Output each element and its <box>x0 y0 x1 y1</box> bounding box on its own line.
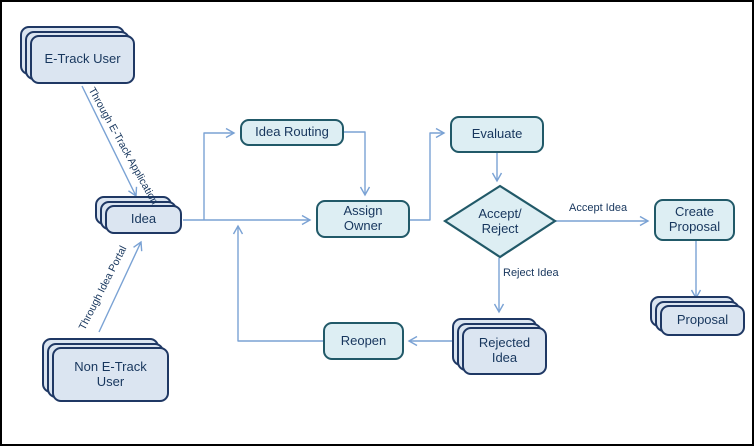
node-assign-owner[interactable]: Assign Owner <box>316 200 410 238</box>
connector-reopen-to-idea-line <box>232 224 323 342</box>
node-reopen[interactable]: Reopen <box>323 322 404 360</box>
node-rejected-idea[interactable]: Rejected Idea <box>452 318 557 384</box>
node-label: Evaluate <box>471 126 523 142</box>
edge-label-reject-idea: Reject Idea <box>503 267 559 279</box>
node-label: Reopen <box>340 332 387 348</box>
connector-nonetrack-to-idea <box>98 240 143 333</box>
stack-layer-front: Idea <box>105 205 182 234</box>
stack-layer-front: Rejected Idea <box>462 327 547 375</box>
node-label: E-Track User <box>44 51 121 67</box>
node-label: Rejected Idea <box>478 335 531 365</box>
node-label: Idea <box>130 211 157 227</box>
node-label: Assign Owner <box>343 203 383 233</box>
node-etrack-user[interactable]: E-Track User <box>20 26 145 93</box>
node-proposal[interactable]: Proposal <box>650 296 752 345</box>
node-evaluate[interactable]: Evaluate <box>450 116 544 153</box>
node-create-proposal[interactable]: Create Proposal <box>654 199 735 241</box>
node-label: Proposal <box>676 312 729 328</box>
connector-idea-to-idea-routing <box>203 127 236 220</box>
stack-layer-front: Non E-Track User <box>52 347 169 402</box>
stack-layer-front: Proposal <box>660 305 745 336</box>
node-non-etrack-user[interactable]: Non E-Track User <box>42 338 179 411</box>
node-label: Create Proposal <box>668 204 721 234</box>
node-accept-reject-label: Accept/ Reject <box>478 205 522 236</box>
node-idea[interactable]: Idea <box>95 196 192 243</box>
node-idea-routing[interactable]: Idea Routing <box>240 119 344 146</box>
node-label: Idea Routing <box>255 124 329 140</box>
connector-idea-routing-to-assign-owner <box>344 131 371 197</box>
stack-layer-front: E-Track User <box>30 35 135 84</box>
decision-accept-reject-shape[interactable] <box>442 184 558 259</box>
connector-etrack-to-idea <box>81 85 138 198</box>
connector-assign-owner-to-evaluate <box>410 127 446 221</box>
node-label: Non E-Track User <box>74 358 147 389</box>
edge-label-accept-idea: Accept Idea <box>569 202 628 214</box>
